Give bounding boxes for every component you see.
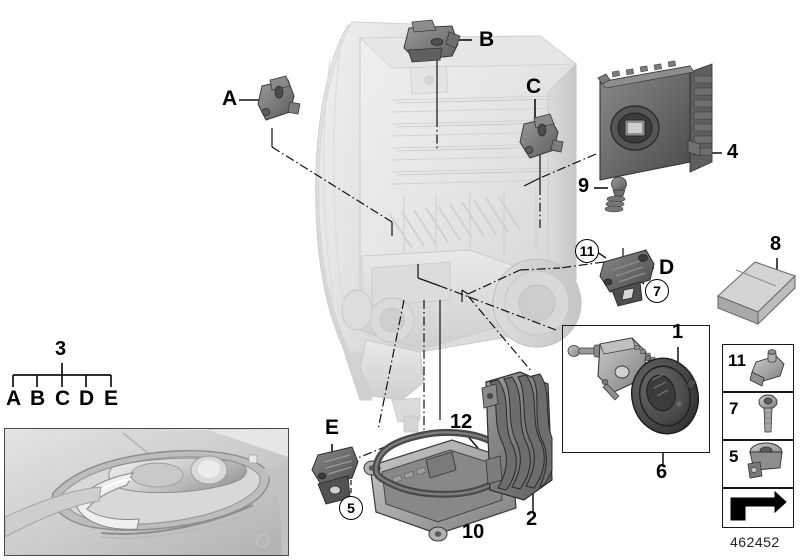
sidebar-number-11: 11 (728, 351, 746, 370)
circled-callout-7: 7 (645, 279, 669, 303)
sidebar-cell-5 (722, 440, 794, 488)
sidebar-part-7-screw (758, 394, 778, 433)
callout-letter-e: E (325, 416, 340, 439)
callout-letter-b: B (479, 28, 495, 51)
callout-letter-a: A (222, 87, 238, 110)
bracket-c (519, 113, 564, 159)
callout-letter-c: C (526, 75, 542, 98)
headlight-reference-photo (4, 428, 289, 556)
callout-number-4: 4 (727, 141, 739, 163)
callout-number-6: 6 (656, 461, 668, 483)
sidebar-cell-arrow (722, 488, 794, 528)
callout-number-2: 2 (526, 508, 538, 530)
bracket-e (311, 446, 359, 505)
legend-item-b: B (30, 387, 46, 410)
part-10-led-driver-module (363, 439, 517, 542)
circled-callout-5: 5 (339, 496, 363, 520)
legend-item-e: E (104, 387, 119, 410)
sidebar-part-5-adjuster (747, 442, 783, 479)
callout-number-9: 9 (578, 175, 590, 197)
part-6-kit-box-frame (562, 325, 710, 453)
callout-letter-d: D (659, 256, 675, 279)
legend-group-number: 3 (55, 338, 67, 360)
sidebar-number-5: 5 (729, 447, 739, 466)
callout-number-1: 1 (672, 321, 684, 343)
sidebar-part-11-clip (749, 349, 785, 387)
callout-number-12: 12 (450, 411, 473, 433)
sidebar-direction-arrow (730, 490, 787, 521)
legend-item-d: D (79, 387, 95, 410)
legend-item-c: C (55, 387, 71, 410)
bracket-b (403, 19, 461, 63)
callout-number-8: 8 (770, 233, 782, 255)
sidebar-cell-11 (722, 344, 794, 392)
legend-item-a: A (6, 387, 22, 410)
diagram-id-number: 462452 (730, 534, 780, 550)
callout-number-10: 10 (462, 521, 485, 543)
circled-callout-11: 11 (575, 239, 599, 263)
bracket-a (257, 75, 301, 121)
sidebar-number-7: 7 (729, 399, 739, 418)
sidebar-cell-7 (722, 392, 794, 440)
bracket-d (599, 249, 655, 307)
